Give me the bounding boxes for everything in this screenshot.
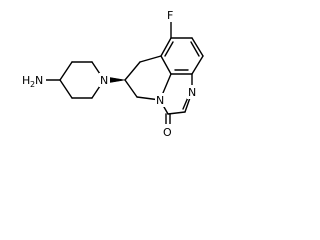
quinoxaline-n-label: N	[188, 86, 196, 99]
bond-chiral-ch2a	[124, 61, 141, 81]
atom-label-layer: H 2 N N F N N O	[22, 8, 198, 139]
amine-n-label: N	[35, 74, 43, 87]
bond-chiral-ch2b	[124, 79, 138, 98]
lactam-n-label: N	[156, 94, 164, 107]
fluorine-label: F	[167, 9, 173, 22]
piperidine-n-label: N	[100, 74, 108, 87]
bond-c3-c2	[167, 111, 186, 115]
bond-layer	[42, 21, 204, 125]
bond-benz-double-2	[190, 41, 200, 57]
bond-benz-a-b	[160, 37, 172, 57]
bond-pip-c4-c3	[59, 61, 73, 81]
carbonyl-o-label: O	[163, 126, 172, 139]
bond-benz-c-d	[191, 37, 204, 57]
bond-benz-double-1	[164, 41, 174, 57]
amine-subscript-label: 2	[30, 80, 35, 89]
stereo-wedge-bond	[109, 77, 126, 83]
amine-h-label: H	[22, 74, 30, 87]
bond-ch2-c8a	[139, 55, 162, 63]
bond-benz-d-e	[191, 55, 204, 75]
bond-benz-f-a	[160, 55, 172, 75]
molecule-structure: H 2 N N F N N O	[22, 8, 204, 139]
bond-pip-c5-c4	[59, 79, 73, 99]
